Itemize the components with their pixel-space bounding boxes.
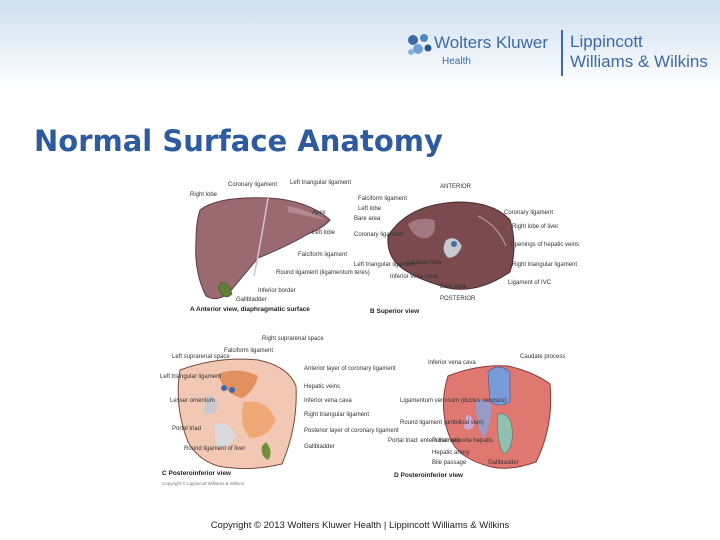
label-inferior-border: Inferior border: [258, 288, 296, 294]
label-b-bare-area-2: Bare area: [440, 284, 467, 290]
label-c-hepatic-veins: Hepatic veins: [304, 384, 341, 390]
label-c-left-triangular-ligament: Left triangular ligament: [160, 374, 222, 380]
caption-panel-a: A Anterior view, diaphragmatic surface: [190, 306, 310, 313]
label-d-inferior-vena-cava: Inferior vena cava: [428, 360, 476, 366]
liver-anatomy-figure: Right lobe Coronary ligament Left triang…: [158, 176, 579, 492]
label-b-right-lobe: Right lobe of liver: [512, 224, 559, 230]
label-c-right-suprarenal-space: Right suprarenal space: [262, 336, 324, 342]
wolters-kluwer-logo-icon: [408, 34, 432, 55]
label-d-round-ligament: Round ligament (umbilical vein): [400, 420, 484, 426]
label-c-posterior-coronary-ligament: Posterior layer of coronary ligament: [304, 428, 399, 434]
label-d-ligamentum-venosum: Ligamentum venosum (ductus venosus): [400, 398, 507, 404]
label-left-lobe: Left lobe: [312, 230, 336, 236]
label-left-triangular-ligament: Left triangular ligament: [290, 180, 352, 186]
label-b-ligament-ivc: Ligament of IVC: [508, 280, 552, 286]
label-b-left-triangular-ligament: Left triangular ligament: [354, 262, 416, 268]
label-d-hepatic-artery: Hepatic artery: [432, 450, 470, 456]
label-b-right-triangular-ligament: Right triangular ligament: [512, 262, 578, 268]
label-d-bile-passage: Bile passage: [432, 460, 467, 466]
label-b-caudate-lobe: Caudate lobe: [406, 260, 442, 266]
label-apex: Apex: [312, 210, 326, 216]
panel-b-drawing: [387, 201, 515, 290]
division-name: Health: [442, 56, 471, 67]
panel-a-drawing: [195, 197, 331, 300]
imprint-line-1: Lippincott: [570, 32, 643, 51]
footer-copyright: Copyright © 2013 Wolters Kluwer Health |…: [210, 520, 510, 531]
label-d-portal-triad: Portal triad: enters liver at porta hepa…: [388, 438, 493, 444]
label-c-left-suprarenal-space: Left suprarenal space: [172, 354, 230, 360]
slide-title: Normal Surface Anatomy: [34, 124, 443, 158]
panel-c-drawing: [177, 358, 297, 470]
panel-d-drawing: [442, 365, 552, 469]
label-posterior: POSTERIOR: [440, 296, 476, 302]
label-c-gallbladder: Gallbladder: [304, 444, 335, 450]
label-d-caudate-process: Caudate process: [520, 354, 566, 360]
label-d-portal-vein: Portal vein: [432, 438, 461, 444]
label-round-ligament: Round ligament (ligamentum teres): [276, 270, 370, 276]
label-falciform-ligament: Falciform ligament: [298, 252, 348, 258]
label-b-bare-area: Bare area: [354, 216, 381, 222]
caption-panel-d: D Posteroinferior view: [394, 472, 463, 479]
caption-panel-c: C Posteroinferior view: [162, 470, 231, 477]
imprint-line-2: Williams & Wilkins: [570, 52, 708, 71]
label-c-right-triangular-ligament: Right triangular ligament: [304, 412, 370, 418]
logo-divider: [561, 30, 563, 76]
label-b-left-lobe: Left lobe: [358, 206, 382, 212]
caption-panel-b: B Superior view: [370, 308, 420, 315]
label-b-coronary-ligament-left: Coronary ligament: [354, 232, 404, 238]
label-b-coronary-ligament-right: Coronary ligament: [504, 210, 554, 216]
label-c-round-ligament: Round ligament of liver: [184, 446, 246, 452]
label-c-portal-triad: Portal triad: [172, 426, 202, 432]
label-c-anterior-coronary-ligament: Anterior layer of coronary ligament: [304, 366, 396, 372]
label-c-lesser-omentum: Lesser omentum: [170, 398, 215, 404]
label-d-gallbladder: Gallbladder: [488, 460, 519, 466]
header-band: [0, 0, 720, 90]
label-anterior: ANTERIOR: [440, 184, 472, 190]
label-gallbladder: Gallbladder: [236, 297, 267, 303]
label-b-falciform-ligament: Falciform ligament: [358, 196, 408, 202]
label-c-falciform-ligament: Falciform ligament: [224, 348, 274, 354]
panel-c-credit: Copyright © Lippincott Williams & Wilkin…: [162, 481, 245, 486]
label-c-inferior-vena-cava: Inferior vena cava: [304, 398, 352, 404]
label-right-lobe: Right lobe: [190, 192, 218, 198]
label-b-inferior-vena-cava: Inferior vena cava: [390, 274, 438, 280]
label-coronary-ligament: Coronary ligament: [228, 182, 278, 188]
publisher-name: Wolters Kluwer: [434, 33, 548, 52]
label-b-openings-hepatic-veins: Openings of hepatic veins: [510, 242, 580, 248]
liver-illustration: [177, 197, 552, 470]
